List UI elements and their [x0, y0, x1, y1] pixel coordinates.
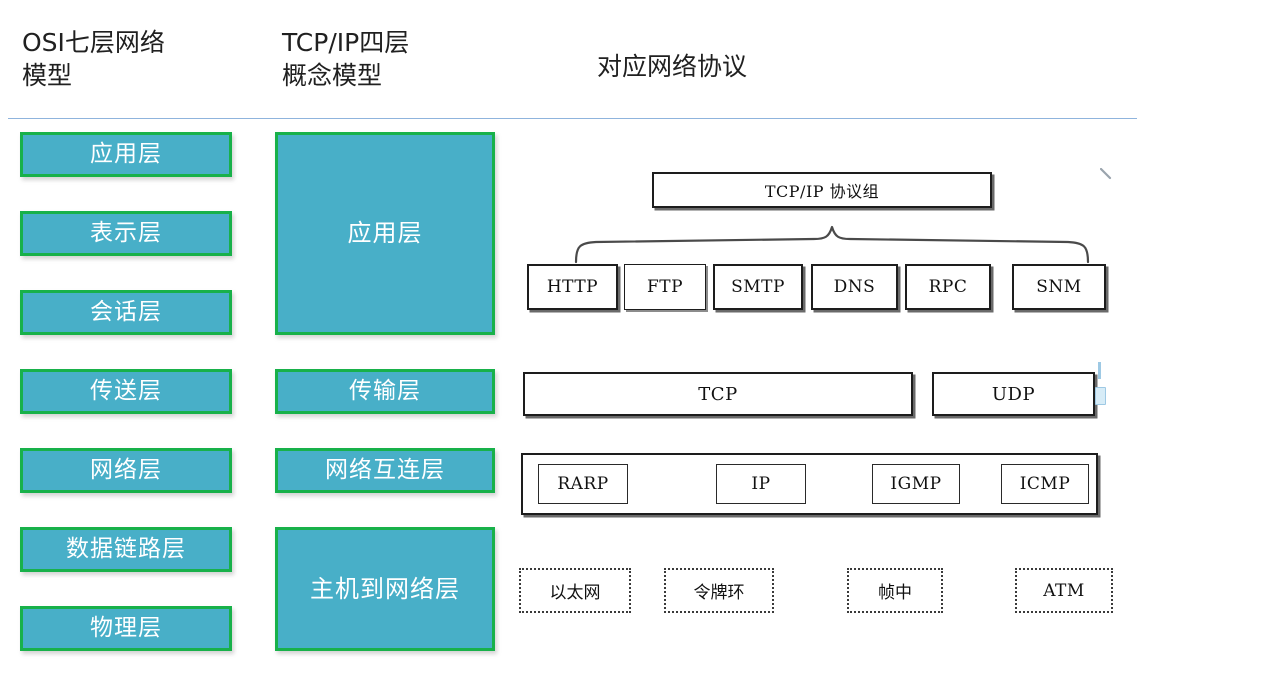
osi-layer-application[interactable]: 应用层	[20, 132, 232, 177]
udp-selection-handle[interactable]	[1095, 387, 1106, 405]
column-header-protocols: 对应网络协议	[597, 52, 748, 81]
link-box-token-ring[interactable]: 令牌环	[664, 568, 774, 613]
osi-layer-physical[interactable]: 物理层	[20, 606, 232, 651]
protocol-box-smtp[interactable]: SMTP	[713, 264, 803, 310]
protocol-group-title-box[interactable]: TCP/IP 协议组	[652, 172, 992, 208]
column-header-osi: OSI七层网络 模型	[22, 28, 165, 90]
tcpip-layer-internet[interactable]: 网络互连层	[275, 448, 495, 493]
udp-selection-tick	[1098, 362, 1101, 379]
column-header-tcpip: TCP/IP四层 概念模型	[282, 28, 410, 90]
osi-layer-transport[interactable]: 传送层	[20, 369, 232, 414]
osi-layer-datalink[interactable]: 数据链路层	[20, 527, 232, 572]
osi-layer-session[interactable]: 会话层	[20, 290, 232, 335]
osi-layer-presentation[interactable]: 表示层	[20, 211, 232, 256]
protocol-box-ftp[interactable]: FTP	[624, 264, 706, 310]
protocol-brace	[574, 225, 1090, 264]
tcpip-layer-link[interactable]: 主机到网络层	[275, 527, 495, 651]
tcpip-layer-transport[interactable]: 传输层	[275, 369, 495, 414]
tcpip-layer-application[interactable]: 应用层	[275, 132, 495, 335]
protocol-box-rarp[interactable]: RARP	[538, 464, 628, 504]
link-box-frame-relay[interactable]: 帧中	[847, 568, 943, 613]
protocol-box-tcp[interactable]: TCP	[523, 372, 913, 416]
protocol-box-snm[interactable]: SNM	[1012, 264, 1106, 310]
header-divider-rule	[8, 118, 1137, 119]
protocol-box-rpc[interactable]: RPC	[905, 264, 991, 310]
protocol-box-http[interactable]: HTTP	[527, 264, 618, 310]
protocol-box-icmp[interactable]: ICMP	[1001, 464, 1089, 504]
link-box-ethernet[interactable]: 以太网	[519, 568, 631, 613]
protocol-box-ip[interactable]: IP	[716, 464, 806, 504]
protocol-box-udp[interactable]: UDP	[932, 372, 1095, 416]
osi-layer-network[interactable]: 网络层	[20, 448, 232, 493]
protocol-box-dns[interactable]: DNS	[811, 264, 898, 310]
protocol-box-igmp[interactable]: IGMP	[872, 464, 960, 504]
link-box-atm[interactable]: ATM	[1015, 568, 1113, 613]
stray-cursor-icon	[1100, 168, 1112, 180]
